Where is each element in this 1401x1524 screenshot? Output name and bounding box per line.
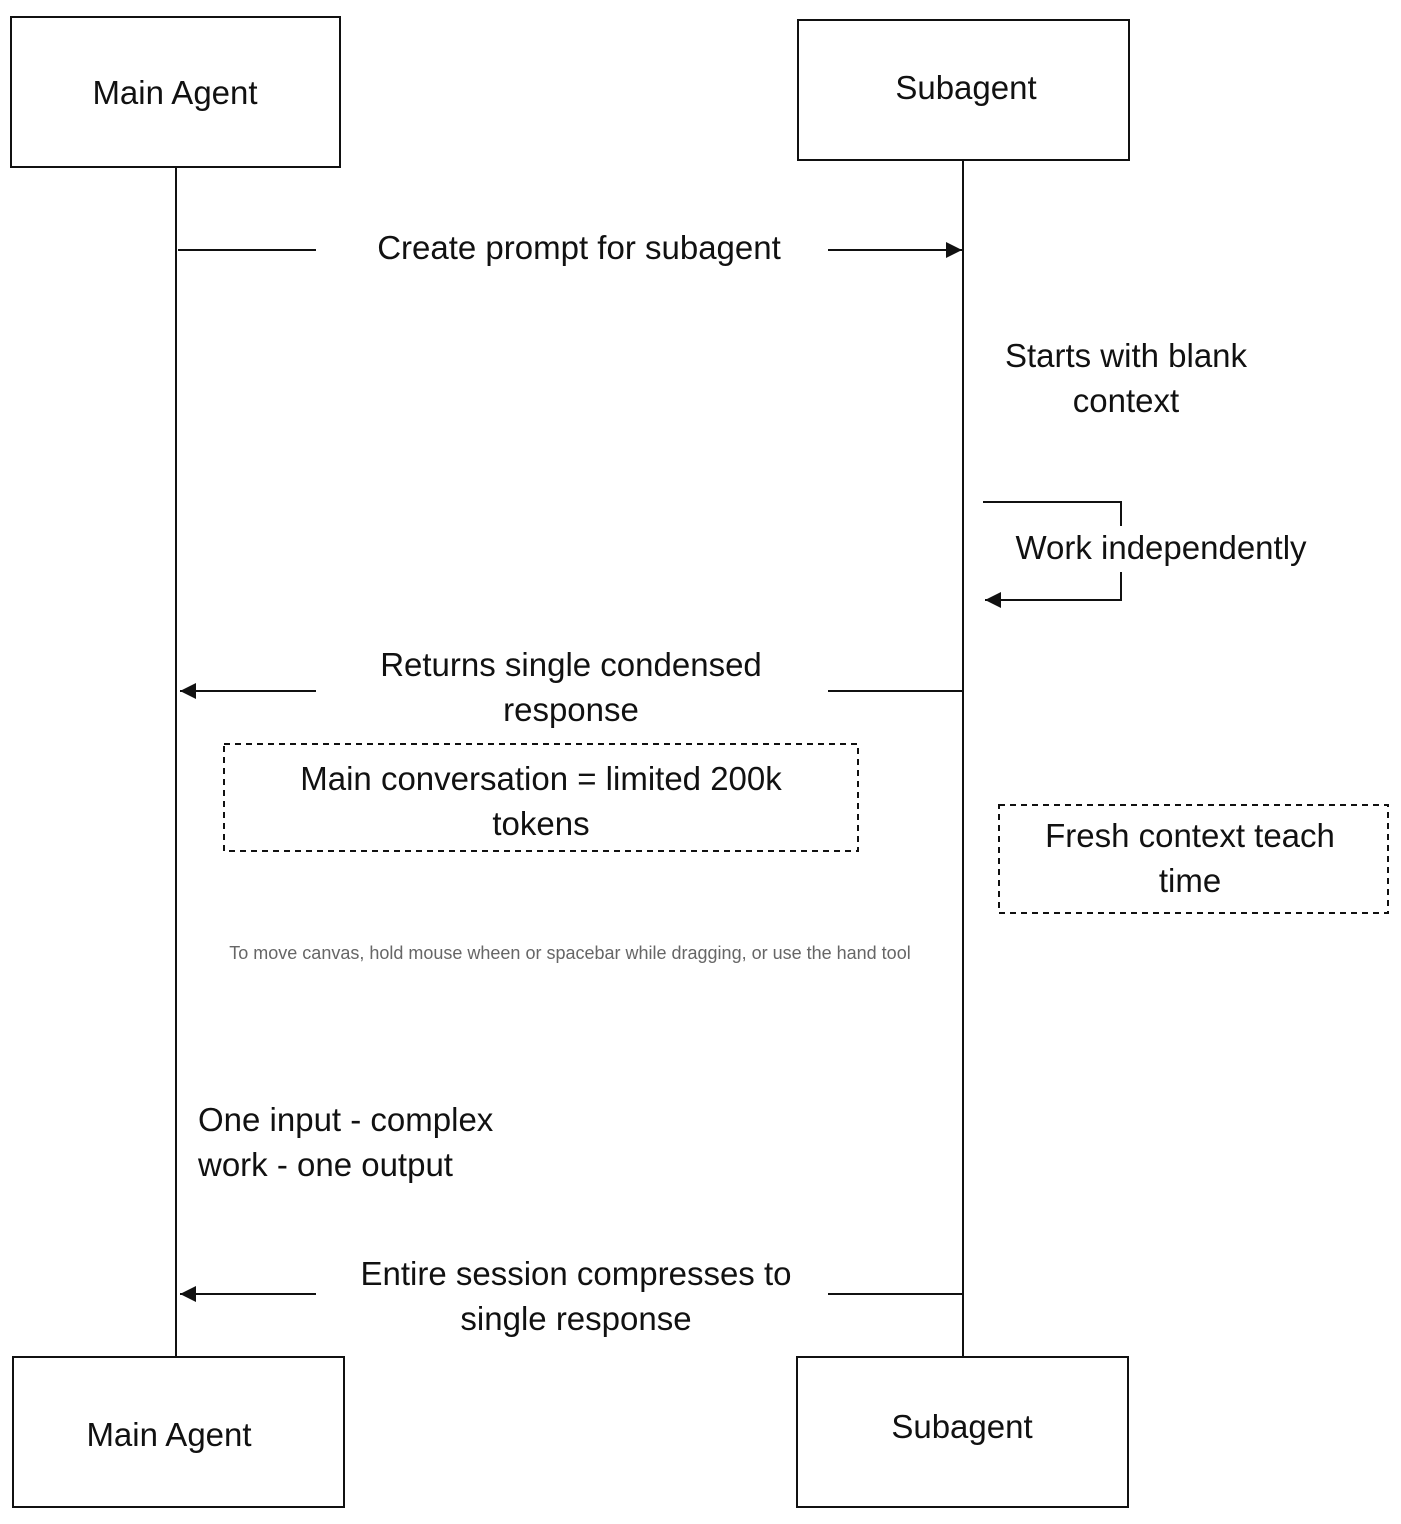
note-main-conversation[interactable]: Main conversation = limited 200k tokens [223, 743, 859, 852]
participant-label: Subagent [891, 1408, 1032, 1445]
note-text-line2: context [1073, 382, 1179, 419]
note-text-line1: Main conversation = limited 200k [300, 760, 782, 797]
note-fresh-context[interactable]: Fresh context teach time [998, 804, 1389, 914]
note-text-line2: tokens [492, 805, 589, 842]
participant-main-agent-bottom[interactable]: Main Agent [12, 1356, 345, 1508]
note-text-line2: time [1159, 862, 1221, 899]
self-message-label: Work independently [1015, 529, 1307, 566]
note-text-line2: work - one output [197, 1146, 453, 1183]
message-entire-session-compresses[interactable]: Entire session compresses to single resp… [180, 1255, 963, 1337]
message-label-line1: Entire session compresses to [360, 1255, 791, 1292]
participant-label: Main Agent [92, 74, 257, 111]
note-blank-context[interactable]: Starts with blank context [1005, 337, 1248, 419]
canvas-hint-text: To move canvas, hold mouse wheen or spac… [229, 943, 910, 963]
message-returns-condensed-response[interactable]: Returns single condensed response [180, 646, 963, 728]
message-label-line2: response [503, 691, 639, 728]
message-label-line2: single response [460, 1300, 691, 1337]
participant-subagent-bottom[interactable]: Subagent [796, 1356, 1129, 1508]
participant-main-agent-top[interactable]: Main Agent [10, 16, 341, 168]
participant-subagent-top[interactable]: Subagent [797, 19, 1130, 161]
message-label-line1: Returns single condensed [380, 646, 762, 683]
message-label: Create prompt for subagent [377, 229, 781, 266]
note-text-line1: One input - complex [198, 1101, 494, 1138]
note-text-line1: Fresh context teach [1045, 817, 1335, 854]
participant-label: Subagent [895, 69, 1036, 106]
note-one-input-output[interactable]: One input - complex work - one output [197, 1101, 494, 1183]
self-message-work-independently[interactable]: Work independently [983, 501, 1307, 608]
participant-label: Main Agent [86, 1416, 251, 1453]
message-create-prompt[interactable]: Create prompt for subagent [178, 229, 962, 266]
note-text-line1: Starts with blank [1005, 337, 1248, 374]
